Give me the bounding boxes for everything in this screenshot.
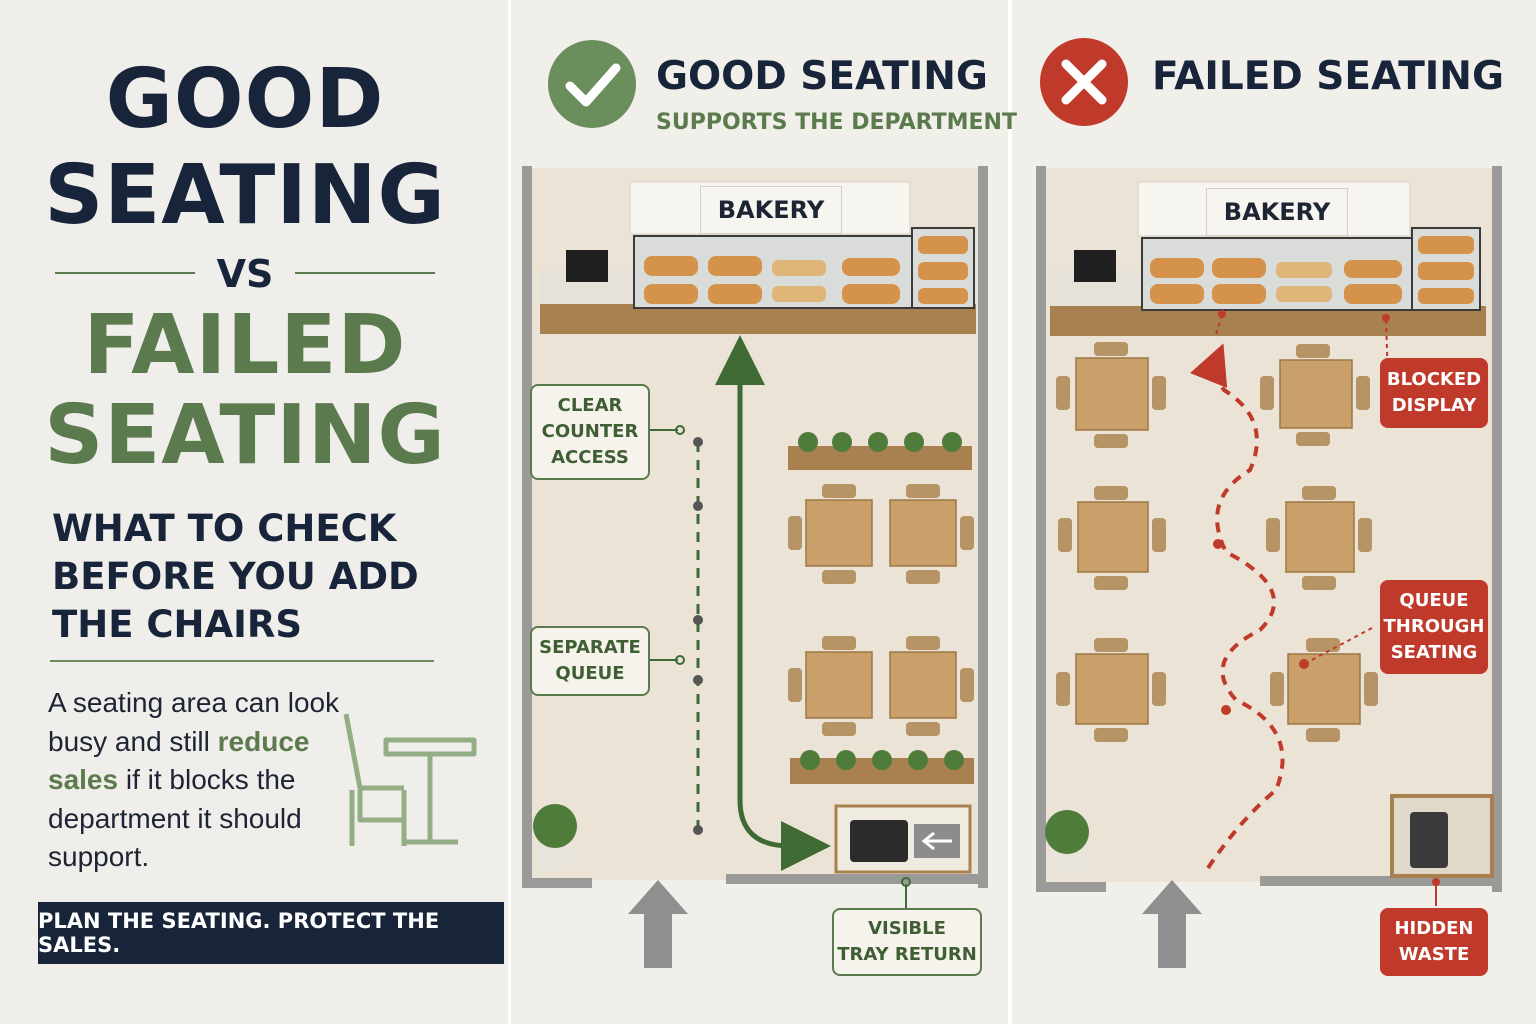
bakery-sign: BAKERY xyxy=(1206,188,1348,236)
divider xyxy=(50,660,434,662)
subhead-line: THE CHAIRS xyxy=(52,603,303,646)
table-set xyxy=(1075,357,1361,725)
vs-divider: VS xyxy=(55,248,435,298)
title-seating-1: SEATING xyxy=(44,148,446,243)
register-icon xyxy=(1074,250,1116,282)
failed-title: FAILED SEATING xyxy=(1152,54,1504,99)
queue-barrier xyxy=(693,437,703,835)
label-line: THROUGH xyxy=(1383,616,1485,637)
body-text: A seating area can look busy and still r… xyxy=(48,684,348,877)
tagline-banner: PLAN THE SEATING. PROTECT THE SALES. xyxy=(38,902,504,964)
good-floor-plan xyxy=(522,166,988,968)
label-line: CLEAR xyxy=(557,395,623,416)
entrance-arrow-icon xyxy=(628,880,688,968)
label-clear-counter-access: CLEAR COUNTER ACCESS xyxy=(530,384,650,480)
failed-floor-plan xyxy=(1036,166,1502,968)
label-line: HIDDEN xyxy=(1394,918,1474,939)
subhead-line: WHAT TO CHECK xyxy=(52,507,397,550)
subhead-line: BEFORE YOU ADD xyxy=(52,555,419,598)
vs-line-left xyxy=(55,272,195,274)
bread-items xyxy=(1150,236,1474,304)
good-title: GOOD SEATING xyxy=(656,54,988,99)
title-good: GOOD xyxy=(105,52,385,147)
title-seating-2: SEATING xyxy=(44,388,446,483)
label-line: DISPLAY xyxy=(1391,395,1477,416)
planter xyxy=(788,432,972,470)
label-line: VISIBLE xyxy=(868,918,946,939)
body-text-start: A seating area can look busy and still xyxy=(48,687,340,757)
tray-return-station xyxy=(834,804,972,874)
chairs xyxy=(1056,342,1378,742)
label-line: TRAY RETURN xyxy=(837,944,977,965)
potted-plant xyxy=(533,804,577,870)
label-line: SEATING xyxy=(1390,642,1478,663)
queue-path xyxy=(1190,343,1285,870)
table-set xyxy=(805,499,957,719)
label-line: BLOCKED xyxy=(1386,369,1482,390)
entrance-arrow-icon xyxy=(1142,880,1202,968)
label-line: ACCESS xyxy=(551,447,629,468)
good-subtitle: SUPPORTS THE DEPARTMENT xyxy=(656,110,1017,135)
label-queue-through-seating: QUEUE THROUGH SEATING xyxy=(1380,580,1488,674)
label-line: SEPARATE xyxy=(539,637,641,658)
label-hidden-waste: HIDDEN WASTE xyxy=(1380,908,1488,976)
planter xyxy=(790,750,974,784)
waste-bin xyxy=(1390,794,1494,878)
bakery-sign: BAKERY xyxy=(700,186,842,234)
vs-line-right xyxy=(295,272,435,274)
label-visible-tray-return: VISIBLE TRAY RETURN xyxy=(832,908,982,976)
potted-plant xyxy=(1045,810,1089,874)
bread-items xyxy=(644,236,968,304)
x-icon xyxy=(1040,38,1128,126)
title-failed: FAILED xyxy=(83,298,407,393)
check-icon xyxy=(548,40,636,128)
body-text-highlight: reduce sales xyxy=(48,725,310,796)
label-line: QUEUE xyxy=(1399,590,1469,611)
left-panel: GOOD SEATING VS FAILED SEATING WHAT TO C… xyxy=(0,0,511,1024)
chairs xyxy=(788,484,974,736)
label-line: QUEUE xyxy=(555,663,625,684)
label-line: COUNTER xyxy=(541,421,639,442)
vs-text: VS xyxy=(216,252,274,296)
subheading: WHAT TO CHECK BEFORE YOU ADD THE CHAIRS xyxy=(52,505,452,649)
label-blocked-display: BLOCKED DISPLAY xyxy=(1380,358,1488,428)
register-icon xyxy=(566,250,608,282)
label-line: WASTE xyxy=(1398,944,1470,965)
body-text-end: if it blocks the department it should su… xyxy=(48,764,302,872)
label-separate-queue: SEPARATE QUEUE xyxy=(530,626,650,696)
